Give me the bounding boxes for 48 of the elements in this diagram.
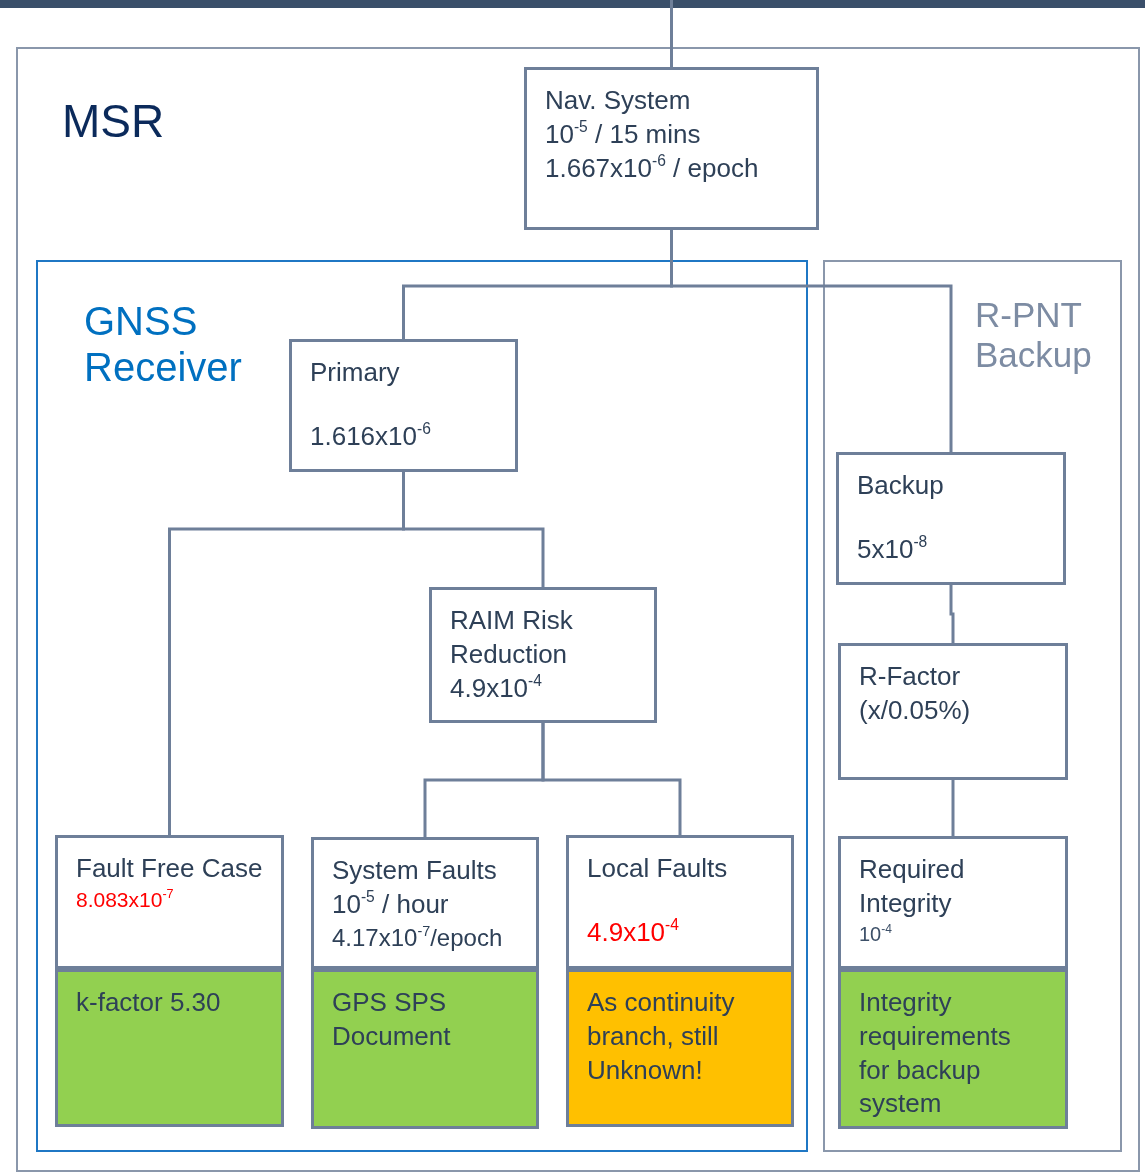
connector-line (949, 585, 955, 643)
process-box (836, 452, 1066, 585)
node-text: Local Faults (587, 852, 729, 885)
group-frame (36, 260, 808, 1152)
node-text: 1.616x10$^{-6}$ (310, 419, 432, 453)
group-frame (16, 47, 1140, 1172)
node-text: Integrity requirements for backup system (859, 986, 1012, 1121)
node-text: Nav. System (545, 84, 692, 117)
node-text: 4.9x10$^{-4}$ (450, 671, 543, 705)
group-frame (823, 260, 1122, 1152)
node-text: 10$^{-5}$ / hour (332, 887, 450, 921)
note-box (838, 969, 1068, 1129)
process-box (838, 643, 1068, 780)
node-text: 8.083x10$^{-7}$ (76, 886, 175, 913)
node-text: Backup (857, 469, 945, 502)
node-text: As continuity branch, still Unknown! (587, 986, 736, 1087)
node-text: Fault Free Case (76, 852, 263, 885)
node-text: 1.667x10$^{-6}$ / epoch (545, 151, 760, 185)
process-box (566, 835, 794, 969)
node-text: Required Integrity (859, 853, 966, 920)
process-box (289, 339, 518, 472)
connector-line (951, 780, 955, 836)
node-text: 10$^{-4}$ (859, 920, 893, 947)
process-box (429, 587, 657, 723)
node-text: GPS SPS Document (332, 986, 452, 1053)
node-text: 5x10$^{-8}$ (857, 532, 929, 566)
node-text: 4.17x10$^{-7}$/epoch (332, 921, 504, 953)
connector-line (541, 723, 682, 835)
note-box (55, 969, 284, 1127)
group-title: R-PNT Backup (975, 295, 1093, 376)
node-text: 4.9x10$^{-4}$ (587, 915, 680, 949)
node-text: R-Factor (x/0.05%) (859, 660, 972, 727)
connector-line (670, 0, 673, 67)
group-title: GNSS Receiver (84, 298, 243, 390)
node-text: k-factor 5.30 (76, 986, 222, 1019)
note-box (311, 969, 539, 1129)
process-box (55, 835, 284, 969)
connector-line (402, 472, 545, 587)
note-box (566, 969, 794, 1127)
group-title: MSR (62, 95, 166, 148)
connector-line (670, 230, 953, 452)
process-box (524, 67, 819, 230)
node-text: 10$^{-5}$ / 15 mins (545, 117, 702, 151)
node-text: Primary (310, 356, 401, 389)
node-text: RAIM Risk Reduction (450, 604, 574, 671)
process-box (838, 836, 1068, 969)
process-box (311, 837, 539, 969)
node-text: System Faults (332, 854, 498, 887)
